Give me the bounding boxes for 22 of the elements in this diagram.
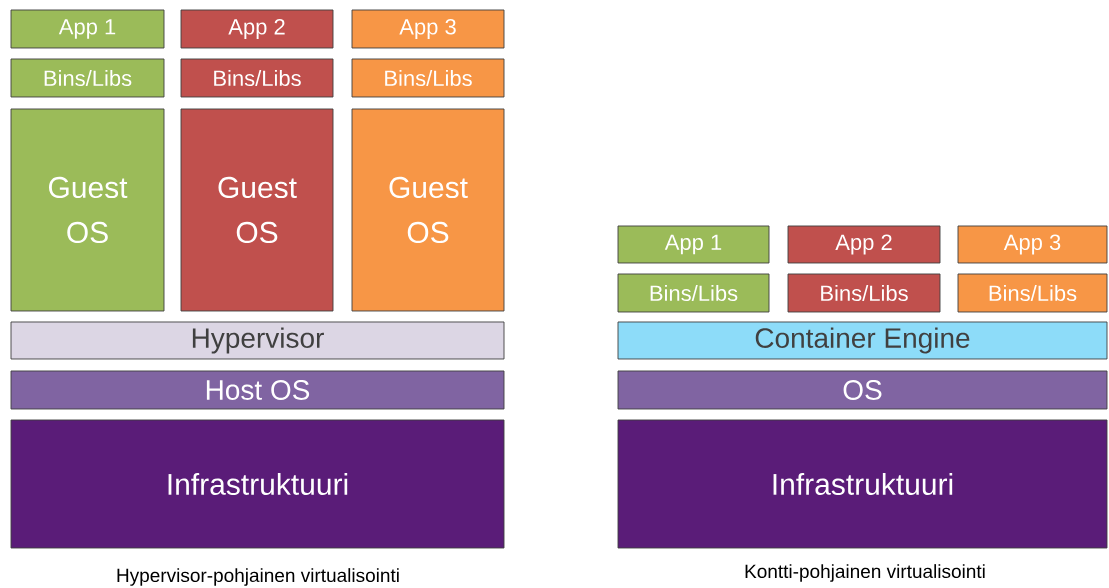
app-box: App 1 — [617, 225, 770, 264]
library-box: Bins/Libs — [10, 58, 165, 98]
layer-box: OS — [617, 370, 1108, 410]
layer-box: Infrastruktuuri — [617, 419, 1108, 549]
library-box: Bins/Libs — [617, 273, 770, 313]
guest-os-box: Guest OS — [351, 108, 505, 312]
layer-box: Infrastruktuuri — [10, 419, 505, 549]
app-box: App 2 — [787, 225, 941, 264]
layer-box: Host OS — [10, 370, 505, 410]
library-box: Bins/Libs — [787, 273, 941, 313]
guest-os-box: Guest OS — [180, 108, 334, 312]
layer-box: Hypervisor — [10, 321, 505, 360]
app-box: App 3 — [957, 225, 1108, 264]
library-box: Bins/Libs — [180, 58, 334, 98]
library-box: Bins/Libs — [351, 58, 505, 98]
app-box: App 3 — [351, 9, 505, 49]
layer-box: Container Engine — [617, 321, 1108, 360]
app-box: App 2 — [180, 9, 334, 49]
library-box: Bins/Libs — [957, 273, 1108, 313]
caption: Hypervisor-pohjainen virtualisointi — [117, 568, 399, 586]
guest-os-box: Guest OS — [10, 108, 165, 312]
app-box: App 1 — [10, 9, 165, 49]
